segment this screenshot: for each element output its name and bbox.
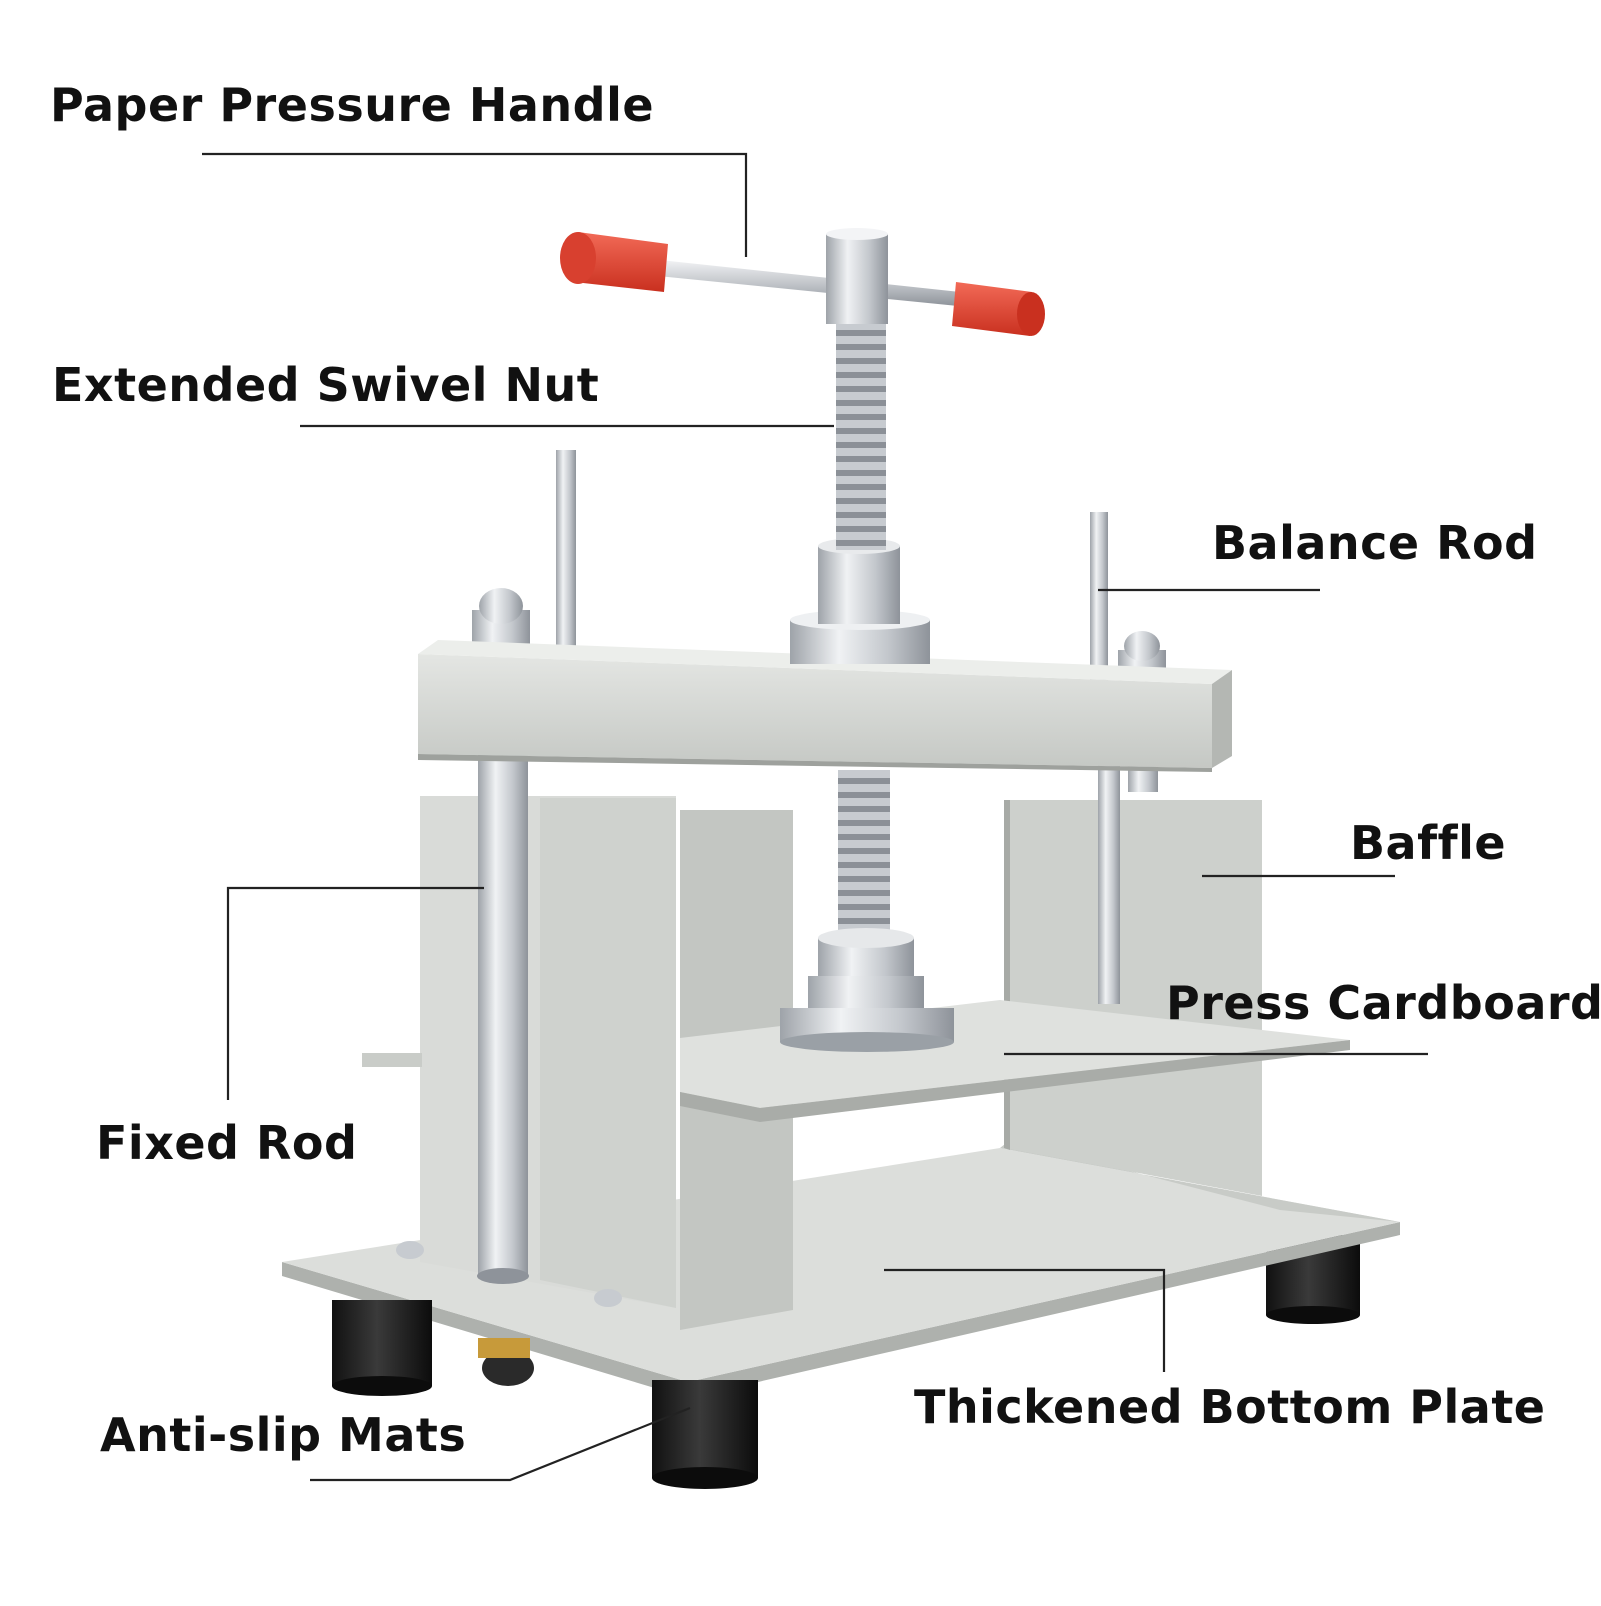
leader-anti-slip-mats (310, 1406, 691, 1482)
thickened-bottom-plate (282, 1148, 1400, 1398)
anti-slip-foot-front-center (652, 1380, 758, 1489)
label-paper-pressure-handle: Paper Pressure Handle (50, 78, 655, 132)
label-baffle: Baffle (1350, 816, 1507, 870)
press-foot (780, 770, 954, 1052)
adjust-wheel (478, 1338, 534, 1386)
anti-slip-foot-front-left (332, 1300, 432, 1396)
label-fixed-rod: Fixed Rod (96, 1116, 358, 1170)
paper-pressure-handle (560, 228, 1045, 336)
handle-grip-right (952, 282, 1045, 336)
top-beam (418, 640, 1232, 772)
label-press-cardboard: Press Cardboard (1166, 976, 1601, 1030)
fixed-rod (477, 752, 529, 1284)
balance-rod-left (556, 450, 576, 650)
leader-thickened-bottom-plate (884, 1268, 1166, 1372)
label-extended-swivel-nut: Extended Swivel Nut (52, 358, 600, 412)
plate-bolts (396, 1241, 622, 1307)
extended-swivel-nut (790, 318, 930, 664)
label-balance-rod: Balance Rod (1212, 516, 1538, 570)
label-anti-slip-mats: Anti-slip Mats (100, 1408, 467, 1462)
leader-fixed-rod (226, 886, 484, 1100)
balance-rod-right (1090, 512, 1108, 682)
cap-nut-left (472, 588, 530, 644)
handle-grip-left (560, 232, 668, 292)
label-thickened-bottom-plate: Thickened Bottom Plate (914, 1380, 1546, 1434)
leader-lines (202, 152, 1428, 1482)
leader-paper-pressure-handle (202, 152, 748, 257)
